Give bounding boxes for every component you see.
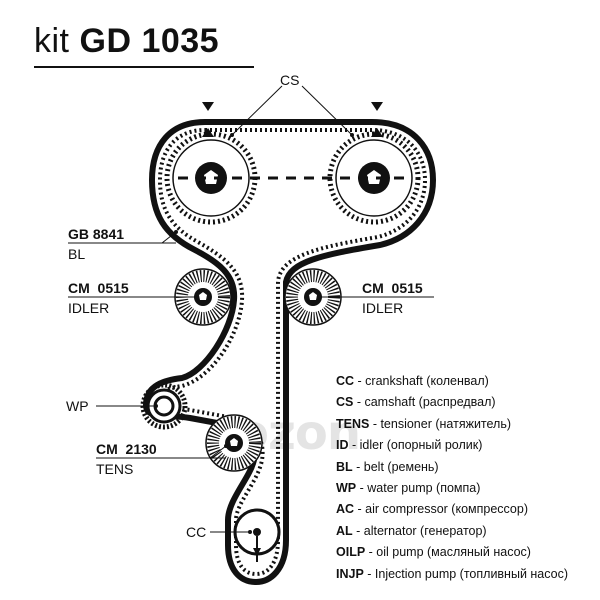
legend-abbr: CC [336, 374, 355, 388]
cc-mark-arrow [253, 548, 261, 556]
idler-right-type-label: IDLER [362, 300, 404, 316]
legend-desc: - tensioner (натяжитель) [369, 416, 512, 431]
tens-leader-diag [209, 445, 227, 459]
camshaft-left [164, 131, 258, 225]
idler-right [284, 268, 342, 326]
legend-desc: - Injection pump (топливный насос) [363, 566, 569, 581]
cam-right-gear-teeth [327, 131, 421, 225]
legend-item: AL - alternator (генератор) [336, 521, 596, 542]
kit-prefix: kit [34, 22, 70, 60]
cam-right-bolt [367, 170, 381, 184]
tens-ribs [207, 416, 261, 470]
cs-leader-right [301, 85, 353, 136]
tens-dot [224, 444, 228, 448]
legend-item: WP - water pump (помпа) [336, 478, 596, 499]
cs-label: CS [280, 72, 300, 88]
idler-left-dot [194, 295, 198, 299]
timing-mark-right-bottom [371, 128, 383, 137]
legend-desc: - water pump (помпа) [356, 481, 481, 496]
legend-desc: - oil pump (масляный насос) [365, 545, 531, 560]
legend-desc: - camshaft (распредвал) [353, 395, 496, 410]
legend-abbr: CS [336, 395, 354, 410]
idler-left-type-label: IDLER [68, 300, 110, 316]
legend-item: ID - idler (опорный ролик) [336, 435, 596, 456]
idler-left-bolt [199, 292, 207, 300]
cc-hub [253, 528, 261, 536]
gb-leader-diag [161, 231, 177, 244]
tens-code-label: CM 2130 [96, 441, 157, 457]
legend-desc: - crankshaft (коленвал) [354, 374, 489, 388]
cs-dot-left [230, 133, 234, 137]
cc-dot [248, 530, 252, 534]
legend-abbr: BL [336, 459, 353, 474]
timing-mark-left-top [202, 102, 214, 111]
cs-dot-right [350, 133, 354, 137]
legend-abbr: AC [336, 502, 355, 517]
idler-right-bolt [309, 292, 317, 300]
legend-desc: - belt (ремень) [352, 459, 439, 474]
belt-type-label: BL [68, 246, 86, 262]
legend-desc: - idler (опорный ролик) [348, 438, 483, 453]
legend-abbr: TENS [336, 416, 370, 431]
legend-abbr: INJP [336, 566, 364, 581]
legend-item: TENS - tensioner (натяжитель) [336, 414, 596, 435]
tens-code: CM 2130 [96, 441, 157, 457]
legend-item: BL - belt (ремень) [336, 457, 596, 478]
belt-code: GB 8841 [68, 226, 125, 242]
wp-label: WP [66, 398, 89, 414]
timing-mark-left-bottom [202, 128, 214, 137]
idler-left-code-label: CM 0515 [68, 280, 129, 296]
idler-left-code: CM 0515 [68, 280, 129, 296]
belt-code-label: GB 8841 [68, 226, 124, 242]
legend-item: CC - crankshaft (коленвал) [336, 371, 596, 392]
tens-type-label: TENS [96, 461, 134, 477]
title-underline [34, 66, 254, 68]
idler-right-code-label: CM 0515 [362, 280, 423, 296]
legend-item: OILP - oil pump (масляный насос) [336, 542, 596, 563]
idler-right-dot [318, 295, 322, 299]
legend-abbr: OILP [336, 545, 366, 560]
timing-mark-right-top [371, 102, 383, 111]
legend-abbr: AL [336, 523, 353, 538]
legend-item: CS - camshaft (распредвал) [336, 392, 596, 413]
cam-left-bolt [204, 170, 218, 184]
camshaft-right [327, 131, 421, 225]
legend-item: AC - air compressor (компрессор) [336, 499, 596, 520]
crankshaft [233, 508, 281, 562]
tens-bolt [230, 438, 238, 446]
legend-item: INJP - Injection pump (топливный насос) [336, 564, 596, 585]
cc-label: CC [186, 524, 207, 540]
kit-code: GD 1035 [79, 22, 220, 60]
legend: CC - crankshaft (коленвал) CS - camshaft… [336, 371, 596, 585]
legend-desc: - alternator (генератор) [352, 523, 487, 538]
idler-right-code: CM 0515 [362, 280, 423, 296]
cs-leader-left [231, 85, 283, 136]
wp-dot [154, 404, 158, 408]
gb-dot [174, 230, 178, 234]
legend-abbr: WP [336, 481, 357, 496]
legend-desc: - air compressor (компрессор) [354, 502, 529, 517]
tensioner [205, 414, 263, 472]
legend-abbr: ID [336, 438, 349, 453]
